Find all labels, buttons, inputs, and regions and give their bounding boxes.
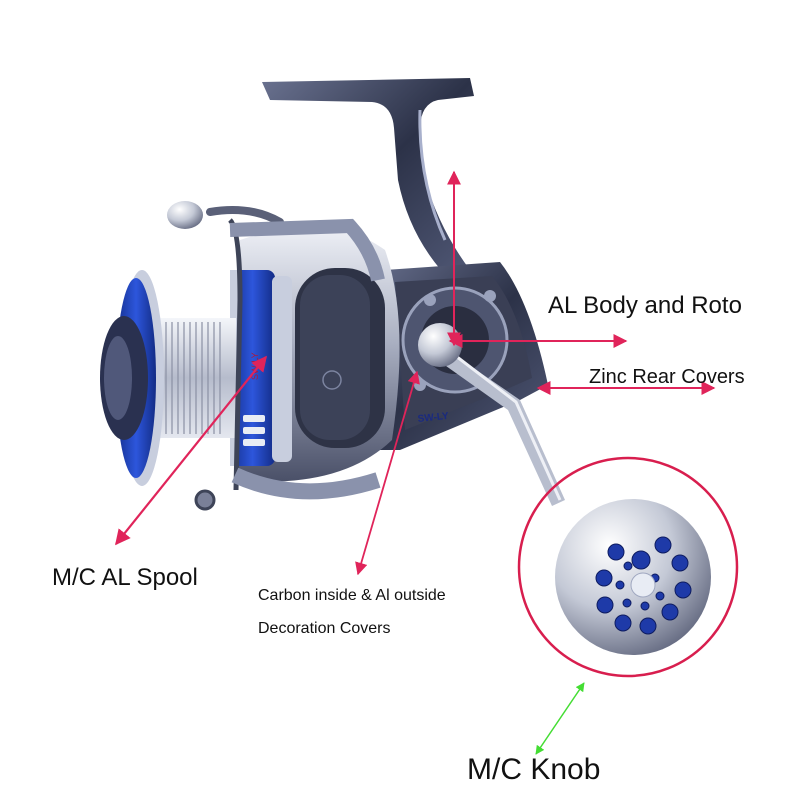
arrow-spool bbox=[115, 355, 267, 546]
svg-text:SW-LY: SW-LY bbox=[417, 411, 449, 425]
knob-highlight-circle bbox=[517, 456, 739, 678]
handle-knob bbox=[555, 499, 711, 655]
label-mc-al-spool: M/C AL Spool bbox=[52, 564, 198, 591]
arrow-knob bbox=[535, 682, 585, 755]
arrow-carbon bbox=[355, 370, 420, 576]
label-zinc-rear-covers: Zinc Rear Covers bbox=[589, 366, 745, 388]
label-mc-knob: M/C Knob bbox=[467, 753, 601, 786]
label-carbon-covers-line2: Decoration Covers bbox=[258, 620, 391, 637]
label-carbon-covers-line1: Carbon inside & Al outside bbox=[258, 587, 446, 604]
reel-foot bbox=[262, 78, 474, 282]
label-al-body-roto: AL Body and Roto bbox=[548, 292, 742, 319]
